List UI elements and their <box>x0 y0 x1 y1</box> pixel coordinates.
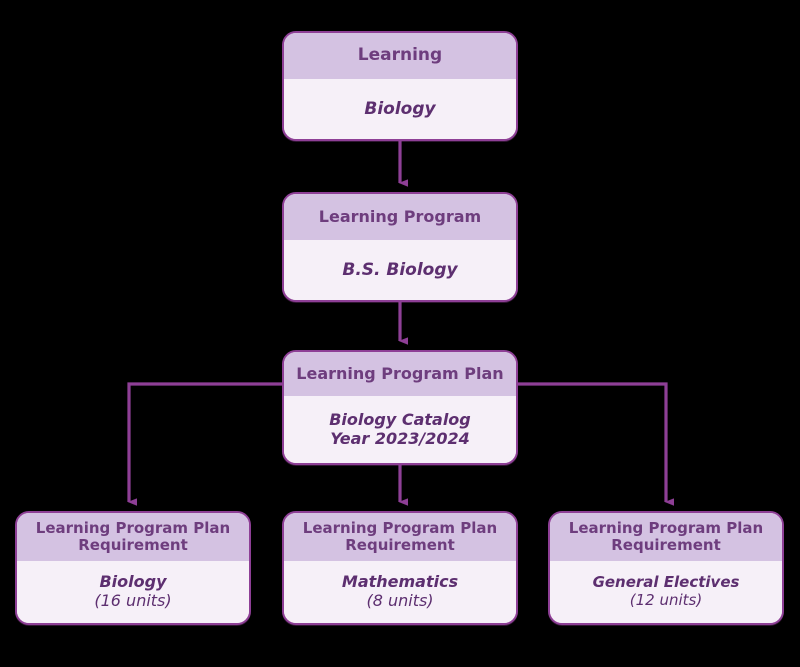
node-req-math-type-label-line2: Requirement <box>345 536 455 554</box>
node-learning-value-group: Biology <box>284 79 516 139</box>
node-learning-program[interactable]: Learning Program B.S. Biology <box>282 192 518 302</box>
node-learning-type-label: Learning <box>284 33 516 79</box>
node-learning-program-plan-value: Biology Catalog <box>329 409 471 429</box>
node-req-biology-type-label: Learning Program Plan Requirement <box>17 513 249 561</box>
node-req-math-units: (8 units) <box>366 591 434 610</box>
node-req-biology-value-group: Biology (16 units) <box>17 561 249 623</box>
node-req-biology-units: (16 units) <box>94 591 172 610</box>
node-req-electives-type-label-line1: Learning Program Plan <box>568 518 764 537</box>
node-req-biology-type-label-line2: Requirement <box>78 536 188 554</box>
node-learning-program-plan-type-label: Learning Program Plan <box>284 352 516 396</box>
node-learning-program-plan-value-group: Biology Catalog Year 2023/2024 <box>284 396 516 463</box>
node-req-electives-type-label: Learning Program Plan Requirement <box>550 513 782 561</box>
node-req-math-value-group: Mathematics (8 units) <box>284 561 516 623</box>
node-learning-program-value: B.S. Biology <box>342 259 458 280</box>
node-learning-program-type-label: Learning Program <box>284 194 516 240</box>
node-req-biology-type-label-line1: Learning Program Plan <box>35 518 231 537</box>
edge-plan-to-req-electives <box>518 382 666 502</box>
node-req-electives[interactable]: Learning Program Plan Requirement Genera… <box>548 511 784 625</box>
node-req-math-type-label: Learning Program Plan Requirement <box>284 513 516 561</box>
node-req-electives-units: (12 units) <box>629 591 703 609</box>
node-req-electives-value: General Electives <box>592 573 740 592</box>
node-req-math-value: Mathematics <box>341 572 459 592</box>
node-req-biology[interactable]: Learning Program Plan Requirement Biolog… <box>15 511 251 625</box>
node-learning[interactable]: Learning Biology <box>282 31 518 141</box>
node-req-electives-value-group: General Electives (12 units) <box>550 561 782 623</box>
node-req-electives-type-label-line2: Requirement <box>611 536 721 554</box>
node-req-biology-value: Biology <box>99 572 167 592</box>
node-learning-value: Biology <box>364 98 436 119</box>
node-learning-program-plan[interactable]: Learning Program Plan Biology Catalog Ye… <box>282 350 518 465</box>
node-learning-program-value-group: B.S. Biology <box>284 240 516 300</box>
node-learning-program-plan-value-sub: Year 2023/2024 <box>330 428 470 448</box>
node-req-math-type-label-line1: Learning Program Plan <box>302 518 498 537</box>
edge-plan-to-req-biology <box>127 382 282 502</box>
node-req-math[interactable]: Learning Program Plan Requirement Mathem… <box>282 511 518 625</box>
